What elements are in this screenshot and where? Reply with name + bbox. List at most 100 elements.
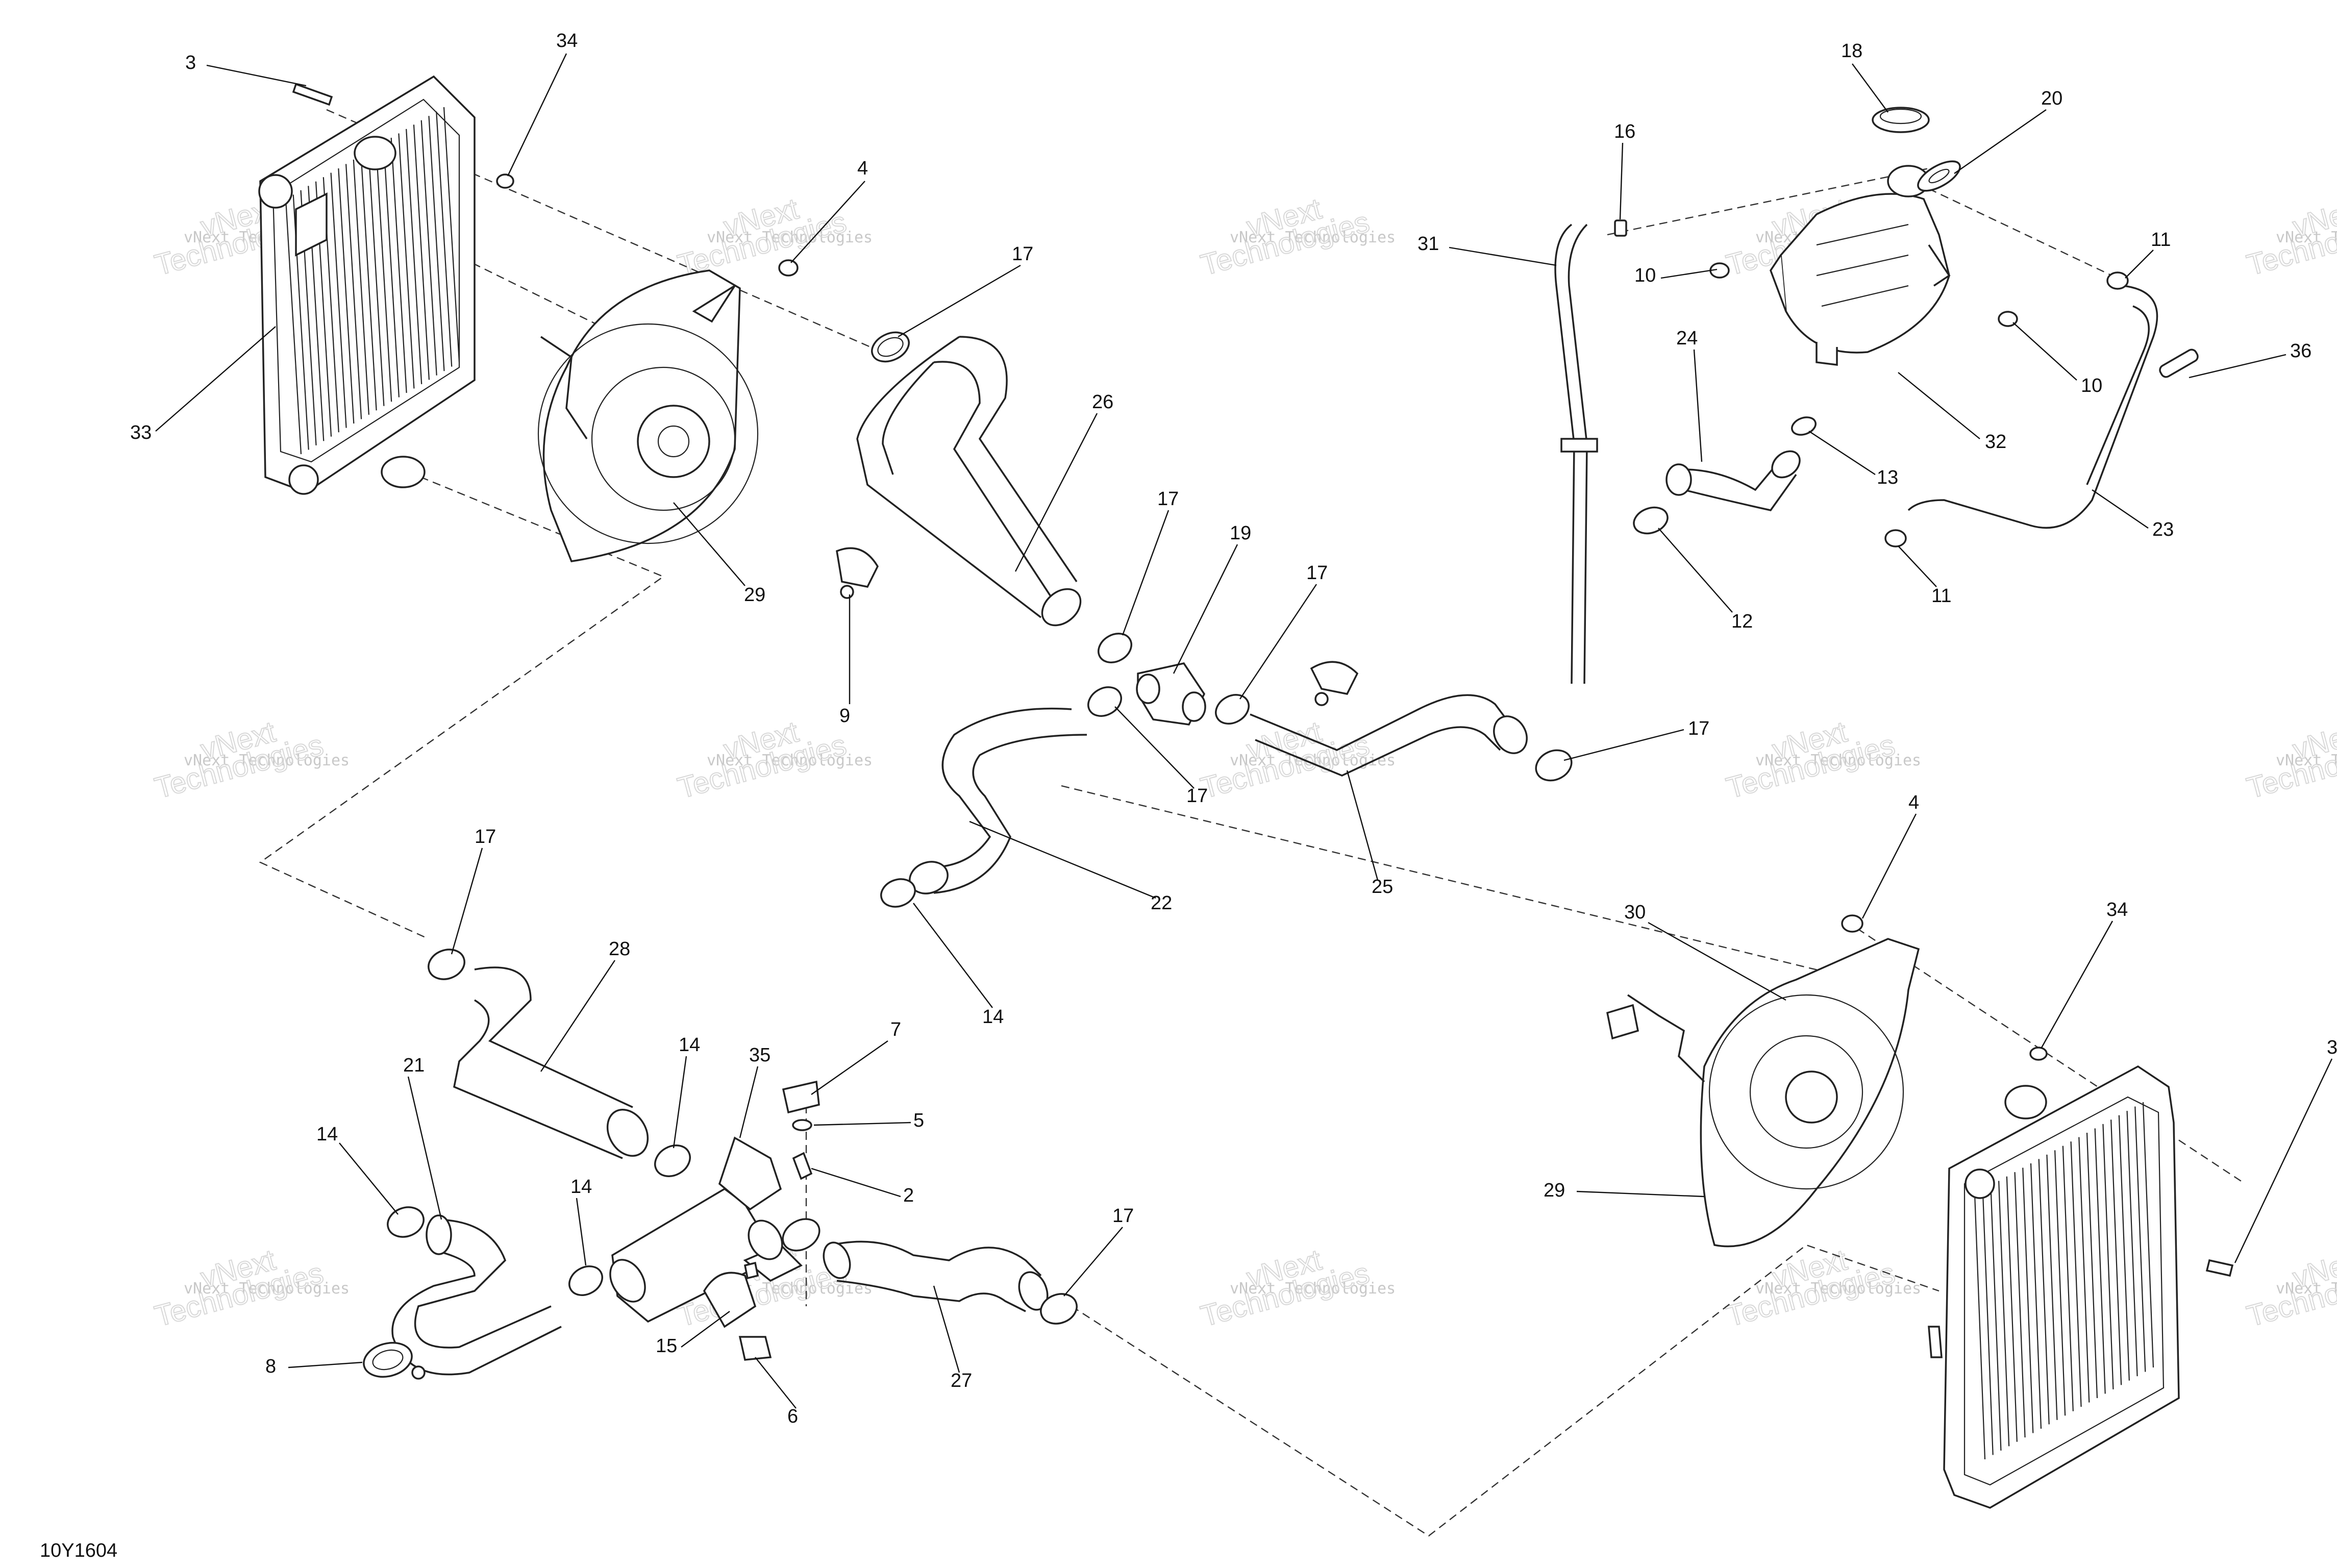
callout-17: 17 xyxy=(1186,785,1208,807)
clamp-9 xyxy=(836,547,879,599)
leader-line xyxy=(898,264,1021,338)
tee-fitting-19 xyxy=(1136,662,1206,726)
watermark-text: vNext Technologies xyxy=(1230,229,1396,246)
clip-16 xyxy=(1614,219,1627,237)
leader-line xyxy=(507,53,567,177)
clamps-11 xyxy=(1884,271,2129,547)
bracket-15 xyxy=(703,1272,757,1328)
watermark-text: vNext Technologies xyxy=(1755,752,1921,769)
clamp-17-lower xyxy=(1040,1293,1078,1325)
callout-14: 14 xyxy=(679,1034,700,1056)
hose-24 xyxy=(1665,450,1801,511)
radiator-fin xyxy=(2006,1176,2018,1442)
radiator-fin xyxy=(376,146,392,402)
leader-line xyxy=(811,1040,888,1095)
callout-18: 18 xyxy=(1841,40,1862,62)
radiator-fin xyxy=(1998,1181,2010,1447)
callout-10: 10 xyxy=(2081,375,2102,396)
callout-3: 3 xyxy=(2327,1037,2337,1058)
callout-34: 34 xyxy=(2106,899,2128,920)
leader-line xyxy=(811,1167,901,1198)
leader-line xyxy=(2189,354,2286,379)
callout-14: 14 xyxy=(316,1124,338,1145)
radiator-fin xyxy=(1982,1189,1994,1455)
radiator-fin xyxy=(443,107,460,363)
fan-shroud-left xyxy=(537,269,759,562)
radiator-fin xyxy=(2118,1115,2130,1381)
leader-line xyxy=(1619,142,1624,220)
callout-29: 29 xyxy=(744,584,765,606)
callout-3: 3 xyxy=(185,52,196,73)
nut-4-upper xyxy=(778,259,799,277)
callout-6: 6 xyxy=(787,1406,798,1427)
callout-11: 11 xyxy=(2151,229,2171,251)
leader-line xyxy=(2092,489,2149,529)
clamp-17-a xyxy=(1087,633,1573,782)
leader-line xyxy=(407,1076,442,1220)
radiator-fin xyxy=(338,168,355,424)
leader-line xyxy=(1861,813,1917,919)
leader-line xyxy=(1658,528,1733,613)
radiator-left xyxy=(258,75,476,495)
callout-11: 11 xyxy=(1931,585,1951,607)
callout-13: 13 xyxy=(1877,467,1898,488)
watermark-text: vNext Technologies xyxy=(707,752,873,769)
clamp-14-b xyxy=(387,1206,425,1238)
leader-line xyxy=(2012,322,2077,381)
clamp-17-lower-left xyxy=(428,949,465,980)
radiator-fin xyxy=(2094,1128,2106,1394)
reservoir-cap xyxy=(1872,107,1930,133)
callout-26: 26 xyxy=(1092,391,1113,413)
leader-line xyxy=(755,1357,797,1409)
callout-33: 33 xyxy=(130,422,152,443)
callout-35: 35 xyxy=(749,1044,770,1066)
hose-27 xyxy=(823,1240,1049,1312)
watermark-text: vNext Technologies xyxy=(1230,1280,1396,1298)
radiator-fin xyxy=(2046,1154,2058,1420)
clamp-near-25 xyxy=(1310,661,1359,706)
leader-line xyxy=(1898,372,1980,439)
radiator-fin xyxy=(2142,1102,2154,1368)
callout-15: 15 xyxy=(656,1335,677,1357)
clamp-8 xyxy=(363,1341,426,1380)
radiator-fin xyxy=(1990,1185,2002,1451)
radiator-fin xyxy=(2014,1172,2026,1438)
leader-line xyxy=(933,1285,960,1373)
watermark-text: vNext Technologies xyxy=(184,1280,350,1298)
leader-line xyxy=(1660,268,1718,279)
radiator-fin xyxy=(406,129,422,384)
callout-17: 17 xyxy=(1012,243,1033,265)
radiator-fin xyxy=(2126,1111,2138,1377)
callout-30: 30 xyxy=(1624,902,1646,923)
radiator-fin xyxy=(383,142,400,397)
callout-14: 14 xyxy=(570,1176,592,1198)
leader-line xyxy=(1808,430,1876,476)
assembly-lines xyxy=(259,109,2246,1537)
gasket-20 xyxy=(1917,160,1961,192)
leader-line xyxy=(2125,250,2154,279)
leader-line xyxy=(451,848,483,955)
callout-5: 5 xyxy=(913,1110,924,1131)
callout-29: 29 xyxy=(1544,1180,1565,1201)
callout-9: 9 xyxy=(839,705,850,727)
watermark-text: vNext Technologies xyxy=(2276,752,2337,769)
screw-34-left xyxy=(496,173,514,189)
leader-line xyxy=(813,1122,911,1126)
fasteners xyxy=(738,1080,820,1361)
leader-line xyxy=(206,64,307,87)
radiator-fin xyxy=(345,164,362,419)
leader-line xyxy=(540,960,615,1072)
callout-25: 25 xyxy=(1372,876,1393,898)
radiator-fin xyxy=(360,155,377,411)
callout-17: 17 xyxy=(1157,488,1179,510)
leader-line xyxy=(1063,1227,1123,1297)
figure-code: 10Y1604 xyxy=(40,1540,118,1561)
callout-36: 36 xyxy=(2290,340,2311,362)
callout-21: 21 xyxy=(403,1055,425,1076)
callout-12: 12 xyxy=(1731,611,1753,632)
overflow-tube-31 xyxy=(1554,223,1598,684)
callout-16: 16 xyxy=(1614,121,1635,142)
leader-line xyxy=(1563,729,1684,761)
callout-32: 32 xyxy=(1985,431,2006,453)
radiator-fin xyxy=(436,111,453,367)
